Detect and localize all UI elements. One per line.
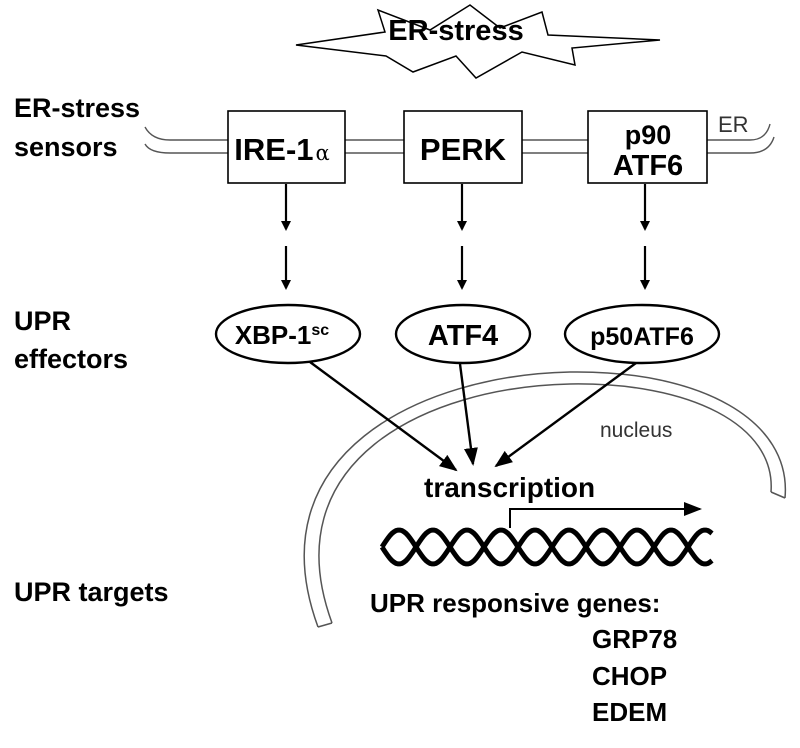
sensor-p90atf6: p90 ATF6	[587, 110, 708, 184]
sensors-label-line2: sensors	[14, 132, 118, 162]
transcription-label: transcription	[424, 472, 595, 503]
svg-text:XBP-1sc: XBP-1sc	[235, 320, 329, 350]
sensor-ire1a: IRE-1α	[227, 110, 346, 184]
sensor-perk: PERK	[403, 110, 523, 184]
arrow-atf4-transcription	[458, 363, 478, 466]
effectors-label-line2: effectors	[14, 344, 128, 374]
effector-to-transcription-arrows	[309, 361, 637, 472]
effector-xbp1sc: XBP-1sc	[214, 303, 362, 365]
perk-label: PERK	[420, 132, 507, 167]
genes-heading: UPR responsive genes:	[370, 588, 660, 618]
p50atf6-label: p50ATF6	[590, 323, 694, 351]
gene-chop: CHOP	[592, 661, 667, 691]
xbp1-superscript: sc	[311, 322, 329, 339]
arrow-p50atf6-transcription	[494, 362, 637, 468]
gene-grp78: GRP78	[592, 624, 677, 654]
ire1a-label: IRE-1	[234, 132, 313, 167]
nucleus-label: nucleus	[600, 419, 672, 442]
xbp1-label: XBP-1	[235, 320, 312, 350]
gene-edem: EDEM	[592, 697, 667, 727]
p90-label: p90	[625, 120, 672, 150]
atf6-label: ATF6	[613, 150, 683, 182]
atf4-label: ATF4	[428, 320, 498, 352]
alpha-symbol: α	[316, 141, 330, 165]
dna-strand-2	[379, 527, 714, 567]
er-label: ER	[718, 112, 749, 137]
effector-p50atf6: p50ATF6	[563, 303, 721, 365]
nucleus-envelope	[303, 371, 787, 628]
sensors-label-line1: ER-stress	[14, 93, 140, 123]
effector-atf4: ATF4	[394, 303, 532, 365]
er-membrane	[144, 123, 775, 154]
er-stress-label: ER-stress	[388, 15, 523, 47]
effectors-label-line1: UPR	[14, 306, 71, 336]
transcription-start-arrow	[509, 502, 702, 528]
targets-label: UPR targets	[14, 577, 169, 607]
burst-shape	[295, 4, 661, 79]
sensor-to-effector-arrows	[281, 184, 650, 290]
arrow-xbp1-transcription	[309, 361, 458, 472]
dna-strand-1	[379, 527, 714, 567]
dna-helix-icon	[379, 527, 714, 567]
er-stress-burst: ER-stress	[295, 4, 661, 79]
svg-text:IRE-1α: IRE-1α	[234, 132, 329, 167]
